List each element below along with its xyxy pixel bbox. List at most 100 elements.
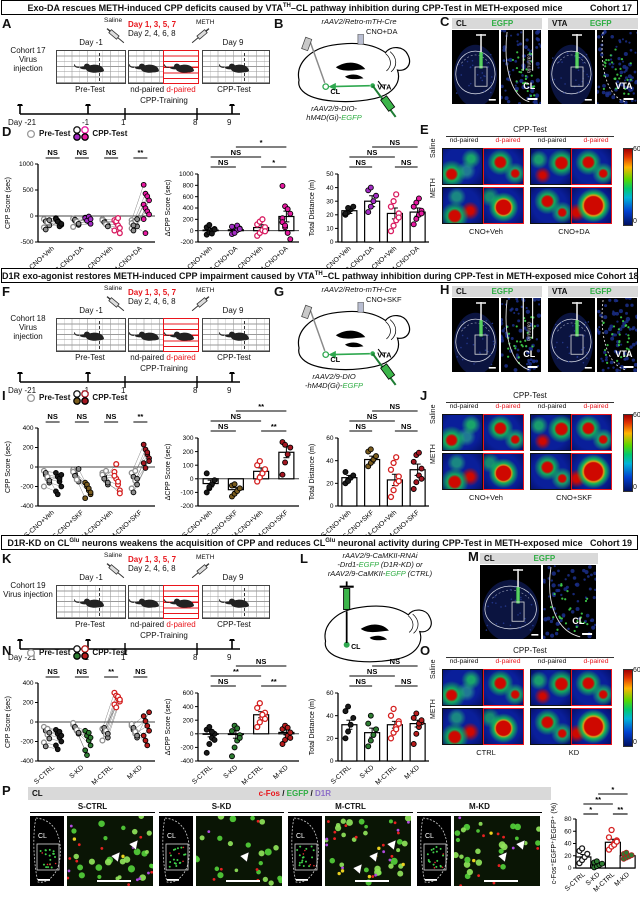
saline-label: Saline bbox=[104, 285, 123, 292]
region-label: CL bbox=[456, 287, 467, 296]
fluorescence-image bbox=[452, 30, 499, 107]
heatmap-title: CPP-Test bbox=[446, 391, 614, 403]
svg-text:20: 20 bbox=[326, 736, 334, 743]
colorbar-min-label: 0 bbox=[633, 739, 637, 746]
region-label: CL bbox=[484, 554, 495, 563]
significance-label: NS bbox=[77, 148, 87, 157]
meth-syringe-icon bbox=[191, 563, 210, 579]
svg-text:CL: CL bbox=[330, 87, 340, 96]
meth-label: METH bbox=[196, 19, 215, 26]
heatmap-row bbox=[442, 187, 612, 224]
nd-d-paired-label: nd-paired d-paired bbox=[130, 85, 196, 94]
svg-text:40: 40 bbox=[326, 458, 334, 465]
mouse-icon bbox=[129, 598, 159, 608]
day-right-label: Day 9 bbox=[222, 573, 244, 582]
axis-day-label: 1 bbox=[121, 118, 126, 127]
svg-text:0: 0 bbox=[330, 758, 334, 765]
colorbar-min-label: 0 bbox=[633, 484, 637, 491]
egfp-label: EGFP bbox=[533, 554, 556, 563]
timeline-axis bbox=[17, 104, 240, 120]
y-axis-label: ΔCPP Score (sec) bbox=[165, 699, 172, 756]
heatmap-col-label: nd-paired bbox=[449, 137, 479, 144]
closeup-image bbox=[325, 816, 411, 886]
heatmap-condition-label: CNO+Veh bbox=[469, 493, 503, 502]
category-label: S-KD bbox=[68, 764, 85, 780]
cpp-test-legend-label: CPP-Test bbox=[92, 129, 128, 138]
significance-label: NS bbox=[401, 677, 411, 686]
heatmap-colorbar bbox=[623, 148, 633, 226]
significance-label: NS bbox=[367, 667, 377, 676]
cpp-test-legend-icon bbox=[73, 126, 90, 141]
axis-day-label: Day -21 bbox=[8, 386, 37, 395]
significance-label: NS bbox=[356, 422, 366, 431]
significance-label: NS bbox=[401, 158, 411, 167]
significance-label: NS bbox=[367, 148, 377, 157]
occupancy-heatmap-cell bbox=[483, 669, 524, 706]
significance-label: NS bbox=[218, 677, 228, 686]
panel-letter: H bbox=[440, 282, 450, 297]
significance-label: NS bbox=[47, 667, 57, 676]
day-left-label: Day -1 bbox=[79, 38, 103, 47]
day-right-label: Day 9 bbox=[222, 38, 244, 47]
axis-day-label: 9 bbox=[227, 118, 232, 127]
chart-legend: Pre-Test CPP-Test bbox=[26, 126, 127, 141]
pre-test-legend-label: Pre-Test bbox=[39, 129, 71, 138]
red-days-label: Day 1, 3, 5, 7 bbox=[128, 20, 177, 29]
svg-text:600: 600 bbox=[183, 690, 194, 697]
svg-text:80: 80 bbox=[564, 816, 572, 823]
meth-syringe-icon bbox=[191, 28, 210, 44]
axis-day-label: 8 bbox=[193, 118, 198, 127]
significance-label: ** bbox=[233, 667, 239, 676]
pre-test-legend-icon bbox=[26, 129, 36, 138]
meth-syringe-icon bbox=[191, 296, 210, 312]
axis-day-label: -1 bbox=[82, 118, 90, 127]
egfp-label: EGFP bbox=[491, 19, 514, 28]
category-label: S-KD bbox=[359, 764, 376, 780]
heatmap-col-label: nd-paired bbox=[537, 658, 567, 665]
fluorescence-image: VTA bbox=[594, 296, 639, 373]
colorbar-max-label: 600 bbox=[633, 146, 640, 153]
virus-top-label: rAAV2/9-CaMKII-RNAi-Drd1-EGFP (D1R-KD) o… bbox=[327, 551, 433, 578]
day-left-label: Day -1 bbox=[79, 573, 103, 582]
svg-text:CL: CL bbox=[167, 833, 176, 840]
panel-letter: M bbox=[468, 549, 479, 564]
cage bbox=[128, 50, 164, 84]
svg-text:10: 10 bbox=[326, 226, 334, 233]
svg-text:100: 100 bbox=[183, 462, 194, 469]
significance-label: NS bbox=[390, 138, 400, 147]
nd-d-paired-label: nd-paired d-paired bbox=[130, 620, 196, 629]
day-left-label: Day -1 bbox=[79, 306, 103, 315]
mouse-icon bbox=[129, 331, 159, 341]
heatmap-row-label: Saline bbox=[430, 659, 437, 679]
y-axis-label: ΔCPP Score (sec) bbox=[165, 444, 172, 501]
heatmap-col-label: nd-paired bbox=[537, 137, 567, 144]
heatmap-col-label: d-paired bbox=[583, 403, 609, 410]
cage bbox=[163, 50, 199, 84]
svg-text:CL: CL bbox=[296, 833, 305, 840]
svg-text:CL: CL bbox=[351, 644, 361, 651]
significance-label: NS bbox=[47, 148, 57, 157]
heatmap-col-label: d-paired bbox=[583, 137, 609, 144]
cage bbox=[202, 50, 270, 84]
y-axis-label: CPP Score (sec) bbox=[5, 441, 12, 493]
